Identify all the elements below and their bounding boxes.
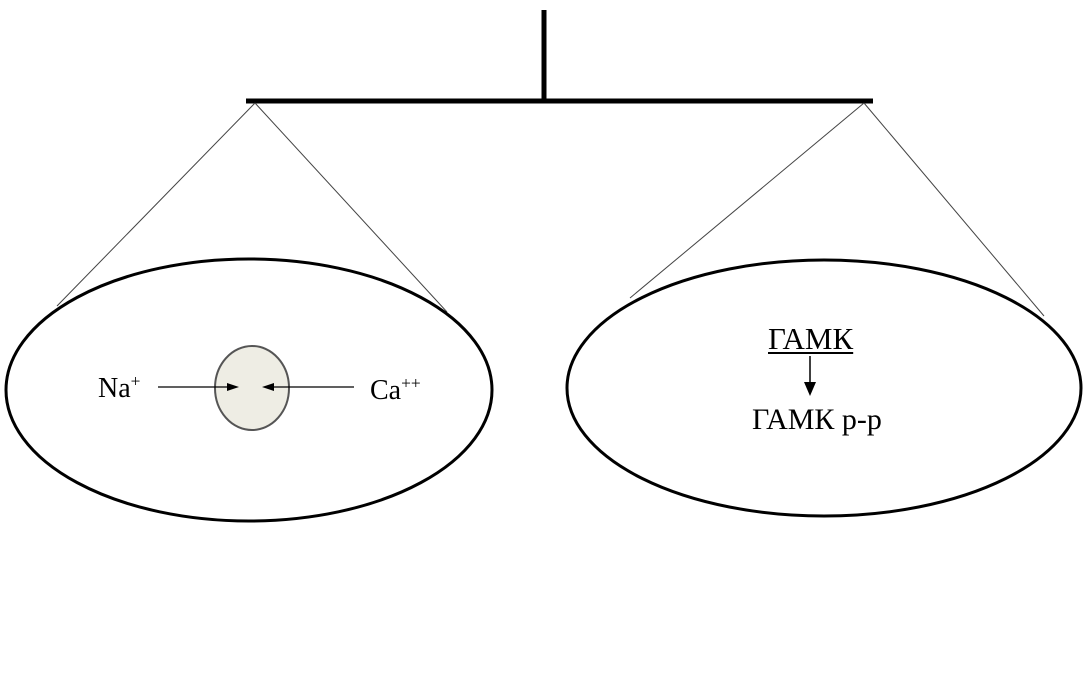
left-pan [4,257,494,523]
ca-arrowhead [262,383,274,391]
gaba-arrowhead [804,382,816,396]
calcium-symbol: Ca [370,375,402,406]
calcium-ion-label: Ca++ [370,373,421,406]
na-arrowhead [227,383,239,391]
sodium-charge: + [130,371,141,391]
right-pan-string-left [629,102,865,299]
cell-circle [214,345,290,431]
gaba-receptor-label: ГАМК р-р [752,403,882,436]
gaba-label: ГАМК [768,321,854,356]
right-pan [565,258,1083,518]
sodium-ion-label: Na+ [98,371,141,404]
sodium-symbol: Na [98,373,131,404]
left-pan-string-left [56,102,256,307]
calcium-charge: ++ [401,373,421,393]
left-pan-string-right [254,102,448,313]
right-pan-string-right [863,102,1045,317]
